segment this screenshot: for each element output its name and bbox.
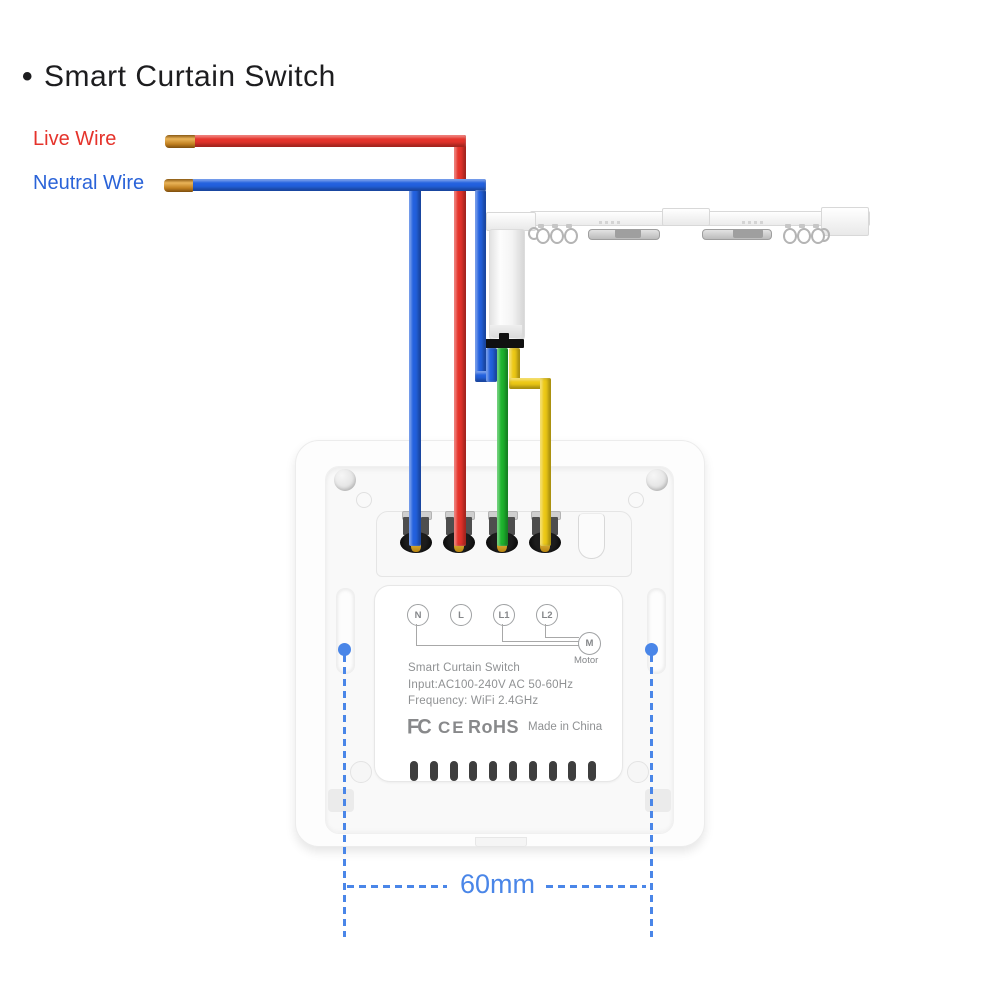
glider-ring-icon bbox=[564, 228, 578, 244]
rail-marks-1 bbox=[599, 221, 623, 224]
rail-bracket-2-slider bbox=[733, 229, 763, 238]
wire-line-n-h bbox=[416, 645, 579, 647]
glider-ring-icon bbox=[797, 228, 811, 244]
mount-point-left-icon bbox=[338, 643, 351, 656]
screw-bottom-left-icon bbox=[350, 761, 372, 783]
dimension-dash-right bbox=[546, 885, 646, 888]
terminal-label-l: L bbox=[450, 604, 472, 626]
motor-connector-tab bbox=[499, 333, 509, 340]
vent-slot bbox=[568, 761, 577, 781]
pilot-hole-top-right bbox=[628, 492, 644, 508]
screw-top-left-icon bbox=[334, 469, 356, 491]
motor-connector bbox=[482, 339, 524, 348]
screw-top-right-icon bbox=[646, 469, 668, 491]
neutral-wire-horizontal bbox=[191, 179, 486, 191]
glider-ring-icon bbox=[536, 228, 550, 244]
glider-tab-icon bbox=[799, 224, 805, 228]
terminal-label-l2: L2 bbox=[536, 604, 558, 626]
vent-slot bbox=[410, 761, 418, 781]
neutral-wire-copper-tip bbox=[164, 178, 193, 192]
rail-marks-2 bbox=[742, 221, 766, 224]
glider-tab-icon bbox=[813, 224, 819, 228]
vent-slot bbox=[528, 761, 537, 781]
glider-tab-icon bbox=[566, 224, 572, 228]
pilot-hole-top-left bbox=[356, 492, 372, 508]
product-name: Smart Curtain Switch bbox=[408, 662, 521, 674]
rail-telescopic-joint bbox=[662, 208, 710, 226]
glider-ring-icon bbox=[550, 228, 564, 244]
live-wire-copper-tip bbox=[165, 134, 195, 148]
vent-slot bbox=[429, 761, 438, 781]
vent-slot bbox=[489, 761, 498, 781]
screw-bottom-right-icon bbox=[627, 761, 649, 783]
origin-text: Made in China bbox=[528, 721, 603, 733]
motor-wire-yellow-horizontal bbox=[509, 378, 551, 389]
neutral-wire-branch-n bbox=[409, 181, 421, 546]
wire-line-l1 bbox=[502, 624, 504, 642]
wire-line-l2 bbox=[545, 624, 547, 638]
mounting-pad-right bbox=[645, 789, 671, 812]
vent-slot bbox=[548, 761, 557, 781]
live-wire-vertical bbox=[454, 135, 466, 546]
neutral-wire-label: Neutral Wire bbox=[33, 172, 145, 194]
live-wire-horizontal bbox=[193, 135, 466, 147]
live-wire-label: Live Wire bbox=[33, 128, 117, 150]
glider-tab-icon bbox=[785, 224, 791, 228]
terminal-label-n: N bbox=[407, 604, 429, 626]
glider-ring-icon bbox=[811, 228, 825, 244]
curtain-motor bbox=[489, 229, 525, 341]
rohs-logo-icon: RoHS bbox=[468, 717, 519, 737]
plate-bottom-notch bbox=[475, 837, 527, 847]
vent-slot bbox=[449, 761, 458, 781]
mount-point-right-icon bbox=[645, 643, 658, 656]
motor-wire-yellow-leg1 bbox=[509, 348, 520, 389]
spec-input: Input:AC100-240V AC 50-60Hz bbox=[408, 679, 574, 691]
rail-bracket-1-slider bbox=[615, 229, 641, 238]
dimension-dash-left bbox=[347, 885, 447, 888]
ce-logo-icon: CE bbox=[438, 718, 466, 737]
fcc-logo-icon: FC bbox=[407, 715, 432, 739]
dimension-line-left bbox=[343, 655, 346, 937]
dimension-label: 60mm bbox=[459, 869, 535, 899]
wire-line-l1-h bbox=[502, 641, 579, 643]
wire-line-n bbox=[416, 624, 418, 646]
motor-caption: Motor bbox=[574, 655, 599, 666]
neutral-wire-u-left bbox=[475, 190, 486, 382]
title-bullet: • bbox=[22, 60, 33, 93]
neutral-wire-u-right bbox=[486, 348, 497, 382]
page-title: Smart Curtain Switch bbox=[44, 60, 336, 93]
motor-wire-yellow-leg2 bbox=[540, 378, 551, 546]
dimension-line-right bbox=[650, 655, 653, 937]
curtain-motor-cap bbox=[490, 325, 522, 338]
mounting-pad-left bbox=[328, 789, 354, 812]
keyhole-slot bbox=[578, 513, 605, 559]
vent-slot bbox=[469, 761, 478, 781]
vent-slot bbox=[509, 761, 517, 781]
motor-wire-green bbox=[497, 348, 508, 546]
wire-line-l2-h bbox=[545, 637, 579, 639]
glider-ring-icon bbox=[783, 228, 797, 244]
terminal-label-l1: L1 bbox=[493, 604, 515, 626]
glider-tab-icon bbox=[552, 224, 558, 228]
vent-slot bbox=[588, 761, 597, 781]
glider-tab-icon bbox=[538, 224, 544, 228]
motor-symbol: M bbox=[578, 632, 601, 655]
spec-frequency: Frequency: WiFi 2.4GHz bbox=[408, 695, 539, 707]
